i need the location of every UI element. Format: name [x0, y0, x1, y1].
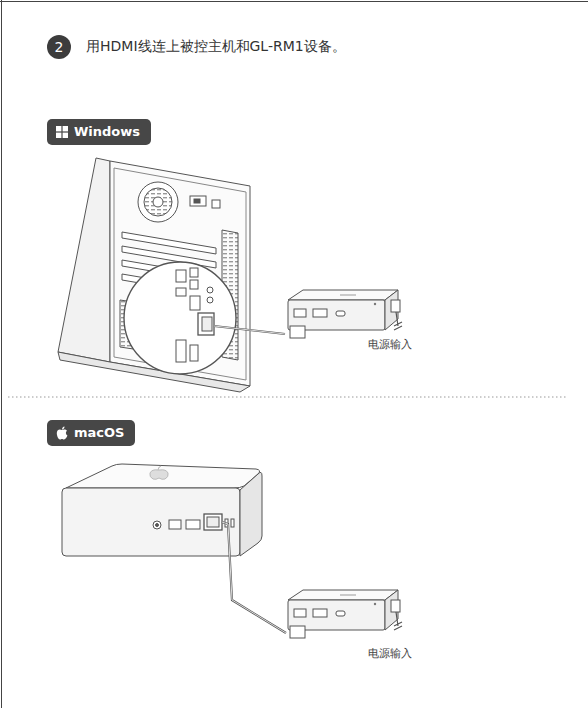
os-badge: Windows	[47, 119, 151, 145]
port-magnifier	[124, 262, 236, 374]
power-input-label: 电源输入	[367, 337, 413, 352]
windows-icon	[56, 126, 68, 138]
hdmi-cable	[222, 522, 286, 633]
mac-mini	[62, 464, 262, 556]
badge-label: macOS	[74, 425, 135, 441]
hdmi-cable	[214, 326, 285, 334]
apple-icon	[56, 426, 68, 440]
callout-number: 2	[55, 39, 64, 56]
instruction-title: 用HDMI线连上被控主机和GL-RM1设备。	[86, 38, 346, 56]
power-input-label: 电源输入	[367, 646, 413, 661]
badge-label: Windows	[74, 124, 151, 140]
step-number: 2	[47, 35, 71, 59]
separator	[8, 397, 566, 398]
pc-tower	[58, 158, 250, 392]
